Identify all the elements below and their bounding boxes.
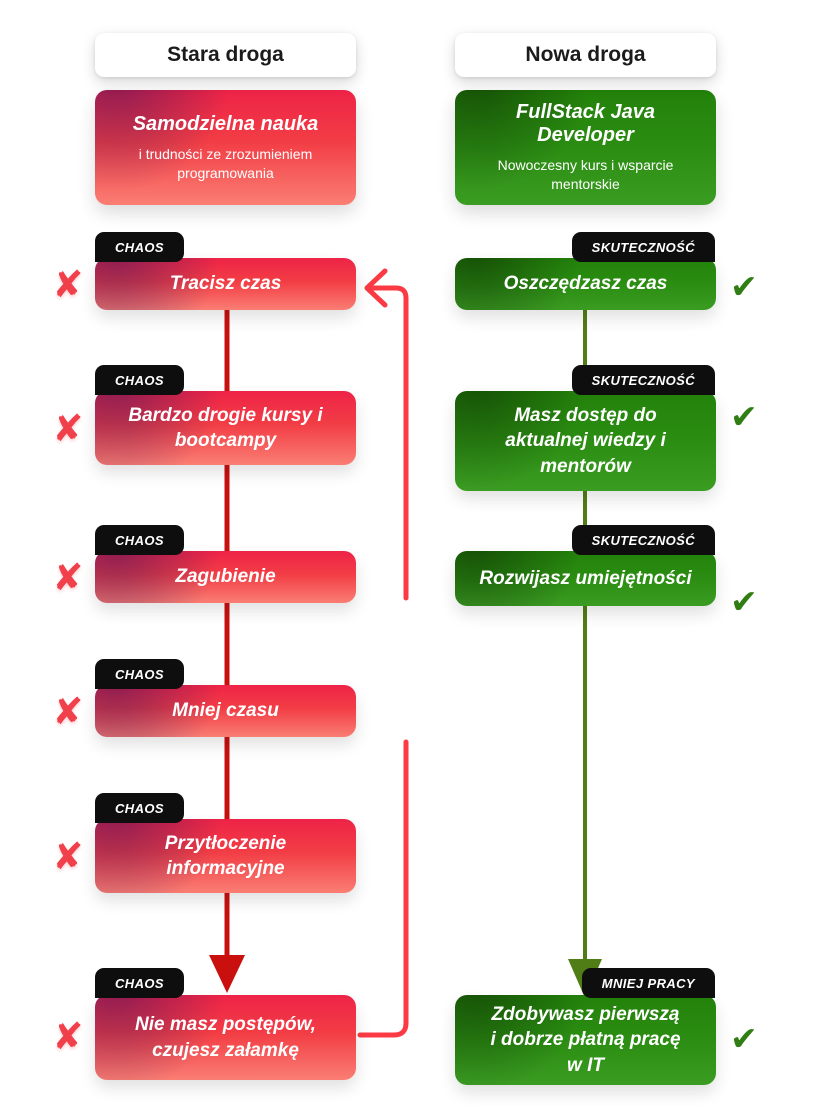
chaos-tag: CHAOS — [95, 525, 184, 555]
mniej-pracy-tag: MNIEJ PRACY — [581, 968, 715, 998]
old-step-box: Mniej czasu — [95, 685, 356, 737]
skutecznosc-tag: SKUTECZNOŚĆ — [571, 365, 715, 395]
chaos-tag: CHAOS — [95, 968, 184, 998]
new-step-label: Oszczędzasz czas — [503, 273, 668, 295]
skutecznosc-tag: SKUTECZNOŚĆ — [571, 525, 715, 555]
x-icon: ✘ — [52, 691, 84, 732]
old-loop-line-top — [368, 285, 409, 601]
check-icon: ✔ — [730, 268, 758, 305]
old-intro-subtitle: i trudności ze zrozumieniem programowani… — [138, 145, 313, 181]
new-intro-title: FullStack Java Developer — [516, 101, 655, 147]
skutecznosc-tag: SKUTECZNOŚĆ — [571, 232, 715, 262]
chaos-tag: CHAOS — [95, 365, 184, 395]
x-icon: ✘ — [52, 264, 84, 305]
old-step-label: Mniej czasu — [172, 700, 279, 722]
old-path-intro-box: Samodzielna nauka i trudności ze zrozumi… — [95, 90, 356, 205]
check-icon: ✔ — [730, 583, 758, 620]
old-loop-arrowhead-icon — [364, 268, 388, 308]
old-step-box: Tracisz czas — [95, 258, 356, 310]
old-step-label: Bardzo drogie kursy i bootcampy — [128, 404, 323, 451]
old-step-box: Bardzo drogie kursy i bootcampy — [95, 391, 356, 465]
old-loop-line-bottom — [357, 739, 409, 1038]
new-step-box: Rozwijasz umiejętności — [455, 551, 716, 606]
x-icon: ✘ — [52, 408, 84, 449]
check-icon: ✔ — [730, 1020, 758, 1057]
old-step-label: Tracisz czas — [169, 273, 282, 295]
old-step-label: Zagubienie — [175, 566, 276, 588]
old-step-label: Nie masz postępów, czujesz załamkę — [135, 1014, 316, 1061]
old-step-label: Przytłoczenie informacyjne — [164, 832, 287, 879]
new-step-label: Masz dostęp do aktualnej wiedzy i mentor… — [505, 405, 666, 477]
new-step-label: Zdobywasz pierwszą i dobrze płatną pracę… — [490, 1004, 681, 1076]
new-intro-subtitle: Nowoczesny kurs i wsparcie mentorskie — [497, 157, 674, 192]
old-intro-title: Samodzielna nauka — [132, 112, 319, 135]
new-step-box: Masz dostęp do aktualnej wiedzy i mentor… — [455, 391, 716, 491]
new-step-label: Rozwijasz umiejętności — [479, 567, 692, 589]
new-step-box: Zdobywasz pierwszą i dobrze płatną pracę… — [455, 995, 716, 1085]
x-icon: ✘ — [52, 557, 84, 598]
new-path-header: Nowa droga — [455, 33, 716, 77]
old-step-box: Przytłoczenie informacyjne — [95, 819, 356, 893]
check-icon: ✔ — [730, 398, 758, 435]
x-icon: ✘ — [52, 1016, 84, 1057]
new-path-intro-box: FullStack Java Developer Nowoczesny kurs… — [455, 90, 716, 205]
old-flow-arrowhead-icon — [209, 955, 245, 993]
old-path-header: Stara droga — [95, 33, 356, 77]
old-step-box: Nie masz postępów, czujesz załamkę — [95, 995, 356, 1080]
chaos-tag: CHAOS — [95, 659, 184, 689]
new-step-box: Oszczędzasz czas — [455, 258, 716, 310]
chaos-tag: CHAOS — [95, 232, 184, 262]
old-step-box: Zagubienie — [95, 551, 356, 603]
x-icon: ✘ — [52, 836, 84, 877]
chaos-tag: CHAOS — [95, 793, 184, 823]
